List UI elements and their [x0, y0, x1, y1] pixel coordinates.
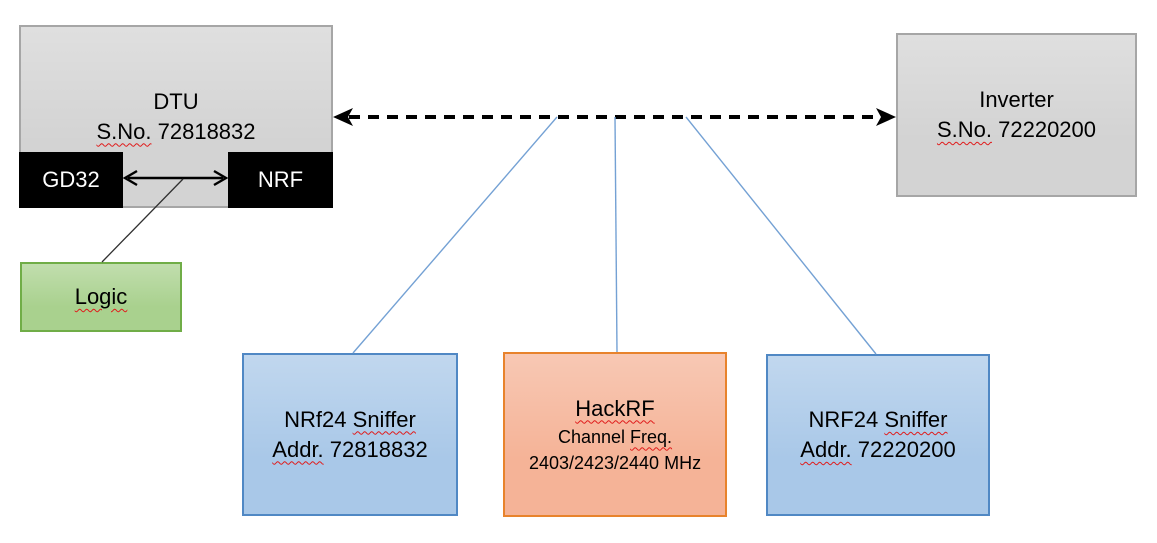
logic-line: Logic — [75, 282, 128, 312]
inverter-serial-value: 72220200 — [998, 117, 1097, 142]
sniffer-left-addr-value: 72818832 — [329, 436, 428, 462]
hackrf-channel-label: Channel Freq. — [558, 424, 672, 450]
inverter-serial: S.No. 72220200 — [937, 115, 1096, 145]
gd32-label: GD32 — [42, 167, 100, 192]
sniffer-right-addr: Addr. 72220200 — [800, 435, 955, 465]
inverter-box: Inverter S.No. 72220200 — [896, 33, 1137, 197]
hackrf-channel-suffix: Freq. — [630, 426, 673, 447]
logic-box: Logic — [20, 262, 182, 332]
dtu-box: DTU S.No. 72818832 — [19, 25, 333, 208]
hackrf-title: HackRF — [575, 394, 654, 424]
sniffer-left-name-suffix: Sniffer — [352, 406, 416, 432]
sniffer-left-name-prefix: NRf24 — [284, 406, 347, 432]
sniffer-right-connector-line — [685, 116, 877, 355]
sniffer-right-box: NRF24 Sniffer Addr. 72220200 — [766, 354, 990, 516]
hackrf-frequencies-text: 2403/2423/2440 MHz — [528, 452, 702, 473]
hackrf-connector-line — [614, 116, 618, 353]
sniffer-right-addr-label: Addr. — [800, 437, 852, 462]
sniffer-right-addr-value: 72220200 — [857, 437, 956, 462]
hackrf-title-text: HackRF — [575, 395, 655, 421]
dtu-serial-value: 72818832 — [157, 118, 256, 144]
hackrf-channel-prefix: Channel — [557, 426, 626, 447]
logic-label: Logic — [74, 284, 128, 309]
dtu-title: DTU — [153, 87, 198, 117]
dtu-serial-label: S.No. — [96, 118, 152, 144]
hackrf-frequencies: 2403/2423/2440 MHz — [529, 450, 701, 476]
sniffer-right-name-prefix: NRF24 — [808, 407, 879, 432]
sniffer-left-addr-label: Addr. — [272, 436, 324, 462]
sniffer-left-name: NRf24 Sniffer — [284, 405, 416, 435]
gd32-chip-box: GD32 — [19, 152, 123, 208]
sniffer-left-box: NRf24 Sniffer Addr. 72818832 — [242, 353, 458, 516]
sniffer-left-connector-line — [352, 116, 558, 354]
sniffer-left-addr: Addr. 72818832 — [272, 435, 427, 465]
dtu-serial: S.No. 72818832 — [96, 117, 255, 147]
arrowhead-left-icon — [333, 108, 353, 126]
sniffer-right-name: NRF24 Sniffer — [809, 405, 948, 435]
nrf-chip-box: NRF — [228, 152, 333, 208]
inverter-title: Inverter — [979, 85, 1054, 115]
dtu-title-text: DTU — [153, 88, 199, 114]
inverter-serial-label: S.No. — [936, 117, 992, 142]
sniffer-right-name-suffix: Sniffer — [884, 407, 948, 432]
inverter-title-text: Inverter — [979, 87, 1054, 112]
arrowhead-right-icon — [876, 108, 896, 126]
hackrf-box: HackRF Channel Freq. 2403/2423/2440 MHz — [503, 352, 727, 517]
nrf-label: NRF — [257, 167, 304, 192]
